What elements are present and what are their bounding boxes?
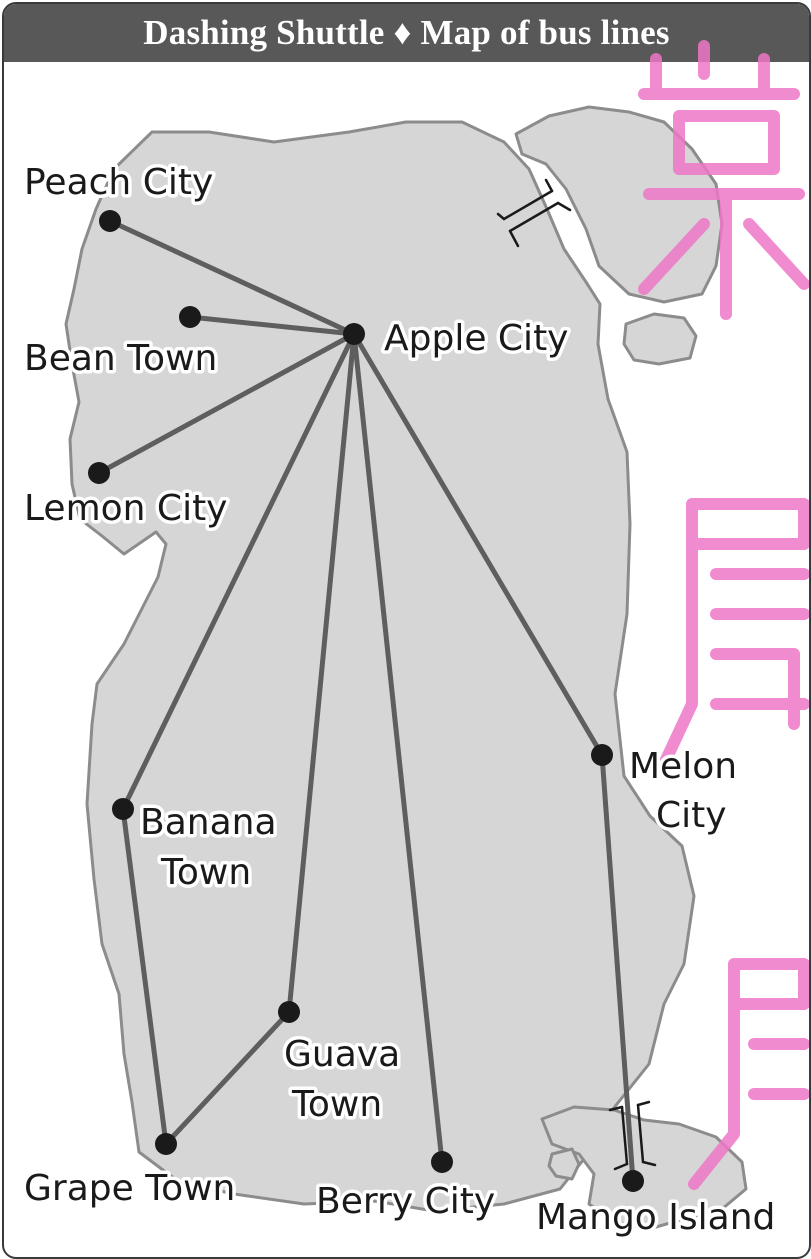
route-bean-apple [187,314,357,337]
label-apple-city: Apple City [384,318,568,359]
label-banana-town-1: Banana [140,802,277,843]
stop-mango-island[interactable] [622,1170,644,1192]
small-islet [622,312,698,366]
watermark [638,40,809,1190]
label-mango-island: Mango Island [536,1197,775,1238]
southeast-island [540,1105,748,1231]
landmass [64,105,748,1231]
bus-map: Peach City Bean Town Lemon City Apple Ci… [21,40,809,1242]
stop-guava-town[interactable] [278,1001,300,1023]
stops [88,210,644,1192]
stop-berry-city[interactable] [431,1151,453,1173]
watermark-char-3 [688,958,809,1190]
stop-apple-city[interactable] [343,323,365,345]
stop-peach-city[interactable] [99,210,121,232]
route-apple-banana [120,331,357,812]
stop-melon-city[interactable] [591,744,613,766]
route-peach-apple [107,218,357,337]
main-island [64,120,696,1213]
label-berry-city: Berry City [316,1181,495,1222]
stop-lemon-city[interactable] [88,462,110,484]
label-grape-town: Grape Town [24,1168,235,1209]
route-apple-guava [286,331,357,1015]
label-guava-town-1: Guava [284,1034,400,1075]
route-banana-grape [120,806,169,1147]
label-guava-town-2: Town [291,1084,382,1125]
stop-banana-town[interactable] [112,798,134,820]
route-apple-melon [351,331,605,758]
label-lemon-city: Lemon City [24,488,227,529]
label-bean-town: Bean Town [24,338,217,379]
place-labels: Peach City Bean Town Lemon City Apple Ci… [21,159,779,1242]
north-bridge [496,178,572,248]
stop-grape-town[interactable] [155,1133,177,1155]
label-melon-city-1: Melon [629,746,737,787]
bridges [496,178,657,1171]
label-banana-town-2: Town [160,852,251,893]
map-title: Dashing Shuttle ♦ Map of bus lines [4,4,809,62]
route-melon-mango [599,752,636,1184]
watermark-char-2 [658,498,809,770]
tiny-islet [547,1147,581,1181]
route-guava-grape [163,1009,292,1147]
label-peach-city: Peach City [24,162,213,203]
route-lemon-apple [96,331,357,476]
label-melon-city-2: City [656,795,727,836]
stop-bean-town[interactable] [179,306,201,328]
south-bridge [608,1100,657,1171]
bus-routes [96,218,636,1184]
watermark-char-1 [638,40,809,320]
route-apple-berry [351,331,445,1165]
